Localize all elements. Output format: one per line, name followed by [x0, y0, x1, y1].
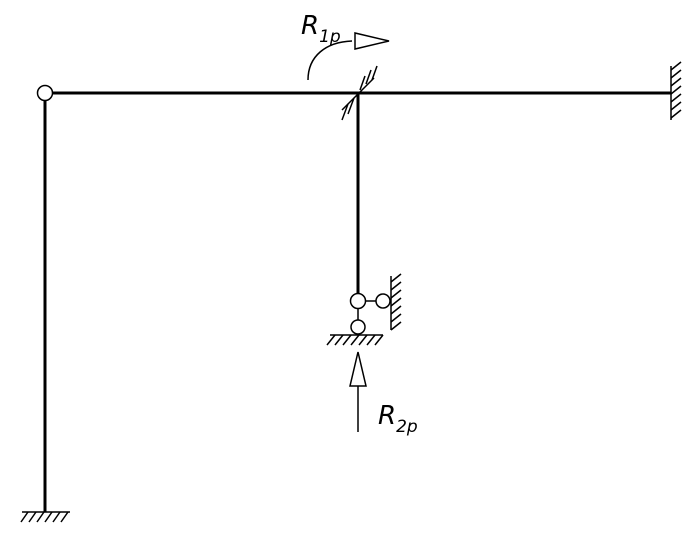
wall-support-middle: [390, 273, 402, 331]
moment-reaction-r1p: [307, 32, 390, 81]
rotation-constraint-joint: [341, 65, 378, 121]
fixed-support-bottom-left: [20, 511, 70, 523]
link-support-middle: [349, 292, 391, 335]
fixed-support-right: [670, 61, 682, 120]
label-r1p: R1p: [301, 11, 341, 47]
frame-members: [43, 91, 671, 512]
hinge-top-left: [36, 84, 54, 102]
force-reaction-r2p: [349, 351, 367, 432]
link-hinge-joint: [349, 292, 367, 310]
ground-support-middle: [326, 334, 384, 346]
link-hinge-right: [375, 293, 391, 309]
label-r2p: R2p: [378, 401, 418, 437]
link-hinge-bottom: [350, 319, 366, 335]
